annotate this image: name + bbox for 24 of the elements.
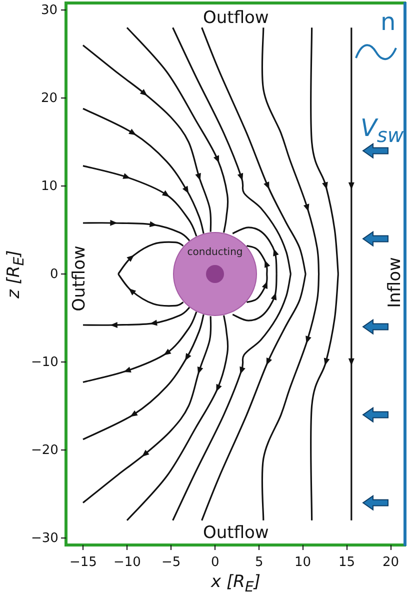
axis-title: x [R$_{E}$] — [211, 574, 261, 594]
symbol-label: n — [380, 10, 396, 34]
tick-label: −5 — [162, 556, 181, 568]
tick-label: 15 — [338, 556, 356, 568]
tick-label: 10 — [41, 180, 58, 192]
symbol-label: V$_{sw}$ — [360, 116, 404, 144]
tick-label: 5 — [255, 556, 264, 568]
region-label: Outflow — [203, 10, 269, 26]
tick-label: −20 — [31, 444, 58, 456]
tick-label: −10 — [114, 556, 141, 568]
region-label: Outflow — [71, 245, 88, 311]
circle-label: conducting — [186, 247, 244, 258]
tick-label: −15 — [70, 556, 97, 568]
tick-label: 10 — [294, 556, 312, 568]
tick-label: −10 — [31, 356, 58, 368]
tick-label: 30 — [41, 4, 58, 16]
tick-label: 20 — [382, 556, 400, 568]
tick-label: 0 — [211, 556, 220, 568]
tick-label: 0 — [50, 268, 58, 280]
region-label: Inflow — [386, 256, 404, 308]
region-label: Outflow — [203, 524, 269, 542]
tick-label: 20 — [41, 92, 58, 104]
planet-circle — [173, 232, 257, 316]
tick-label: −30 — [31, 532, 58, 544]
